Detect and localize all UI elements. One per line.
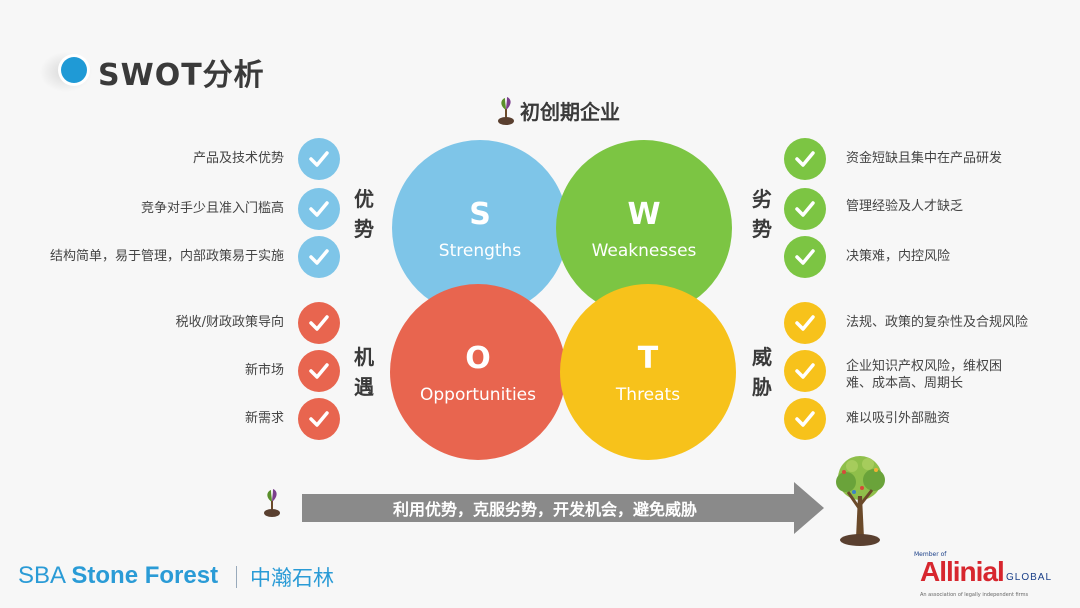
weakness-item-1: 资金短缺且集中在产品研发 [846,151,1003,166]
threat-item-3: 难以吸引外部融资 [846,411,951,426]
threats-label: 威 胁 [750,342,774,402]
strengths-label-char-2: 势 [354,217,374,241]
weaknesses-word: Weaknesses [591,241,697,261]
partner-logo-suffix: GLOBAL [1006,572,1053,583]
threats-letter: T [637,341,659,376]
check-icon [784,350,826,392]
strength-item-3: 结构简单，易于管理，内部政策易于实施 [49,249,284,264]
strengths-label: 优 势 [352,184,376,244]
opportunities-label: 机 遇 [352,342,376,402]
weaknesses-label-char-1: 劣 [752,187,772,211]
check-icon [784,236,826,278]
threats-label-char-2: 胁 [752,375,772,399]
check-icon [784,188,826,230]
check-icon [298,188,340,230]
strengths-letter: S [469,197,491,232]
opportunities-circle: O Opportunities [390,284,566,460]
strengths-label-char-1: 优 [354,187,374,211]
strength-item-2: 竞争对手少且准入门槛高 [140,201,284,216]
sprout-icon [264,489,280,517]
opportunities-word: Opportunities [420,385,536,405]
tree-icon [836,456,885,546]
strength-item-1: 产品及技术优势 [192,151,284,166]
weakness-item-2: 管理经验及人才缺乏 [846,199,964,214]
title-dot-icon [40,52,92,92]
threat-item-1: 法规、政策的复杂性及合规风险 [846,315,1029,330]
check-icon [298,138,340,180]
footer-brand-cn: 中瀚石林 [250,566,334,590]
opportunity-item-3: 新需求 [244,411,284,426]
weaknesses-letter: W [627,197,661,232]
threat-item-2: 企业知识产权风险，维权困难、成本高、周期长 [846,359,1003,391]
check-icon [784,398,826,440]
footer-brand-name: Stone Forest [71,562,219,589]
opportunities-label-char-2: 遇 [354,375,374,399]
sprout-icon [498,97,514,125]
weaknesses-label-char-2: 势 [752,217,772,241]
footer-brand: SBA Stone Forest [18,562,218,590]
footer-separator [236,566,237,588]
page-title: SWOT分析 [98,58,265,93]
opportunities-label-char-1: 机 [354,345,374,369]
check-icon [784,302,826,344]
threats-label-char-1: 威 [752,345,772,369]
partner-tagline: An association of legally independent fi… [920,592,1029,598]
opportunities-letter: O [465,341,491,376]
weakness-item-3: 决策难，内控风险 [846,249,951,264]
check-icon [784,138,826,180]
arrow-banner [302,482,824,534]
footer-brand-sba: SBA [18,562,65,589]
partner-logo: Allinial [920,556,1005,587]
threats-circle: T Threats [560,284,736,460]
arrow-text: 利用优势，克服劣势，开发机会，避免威胁 [392,500,697,519]
partner-member-text: Member of [914,551,947,558]
diagram-subtitle: 初创期企业 [520,100,620,124]
check-icon [298,302,340,344]
opportunity-item-2: 新市场 [244,363,284,378]
threats-word: Threats [615,385,681,405]
opportunity-item-1: 税收/财政政策导向 [175,315,284,330]
check-icon [298,350,340,392]
check-icon [298,398,340,440]
check-icon [298,236,340,278]
strengths-word: Strengths [438,241,522,261]
weaknesses-label: 劣 势 [750,184,774,244]
